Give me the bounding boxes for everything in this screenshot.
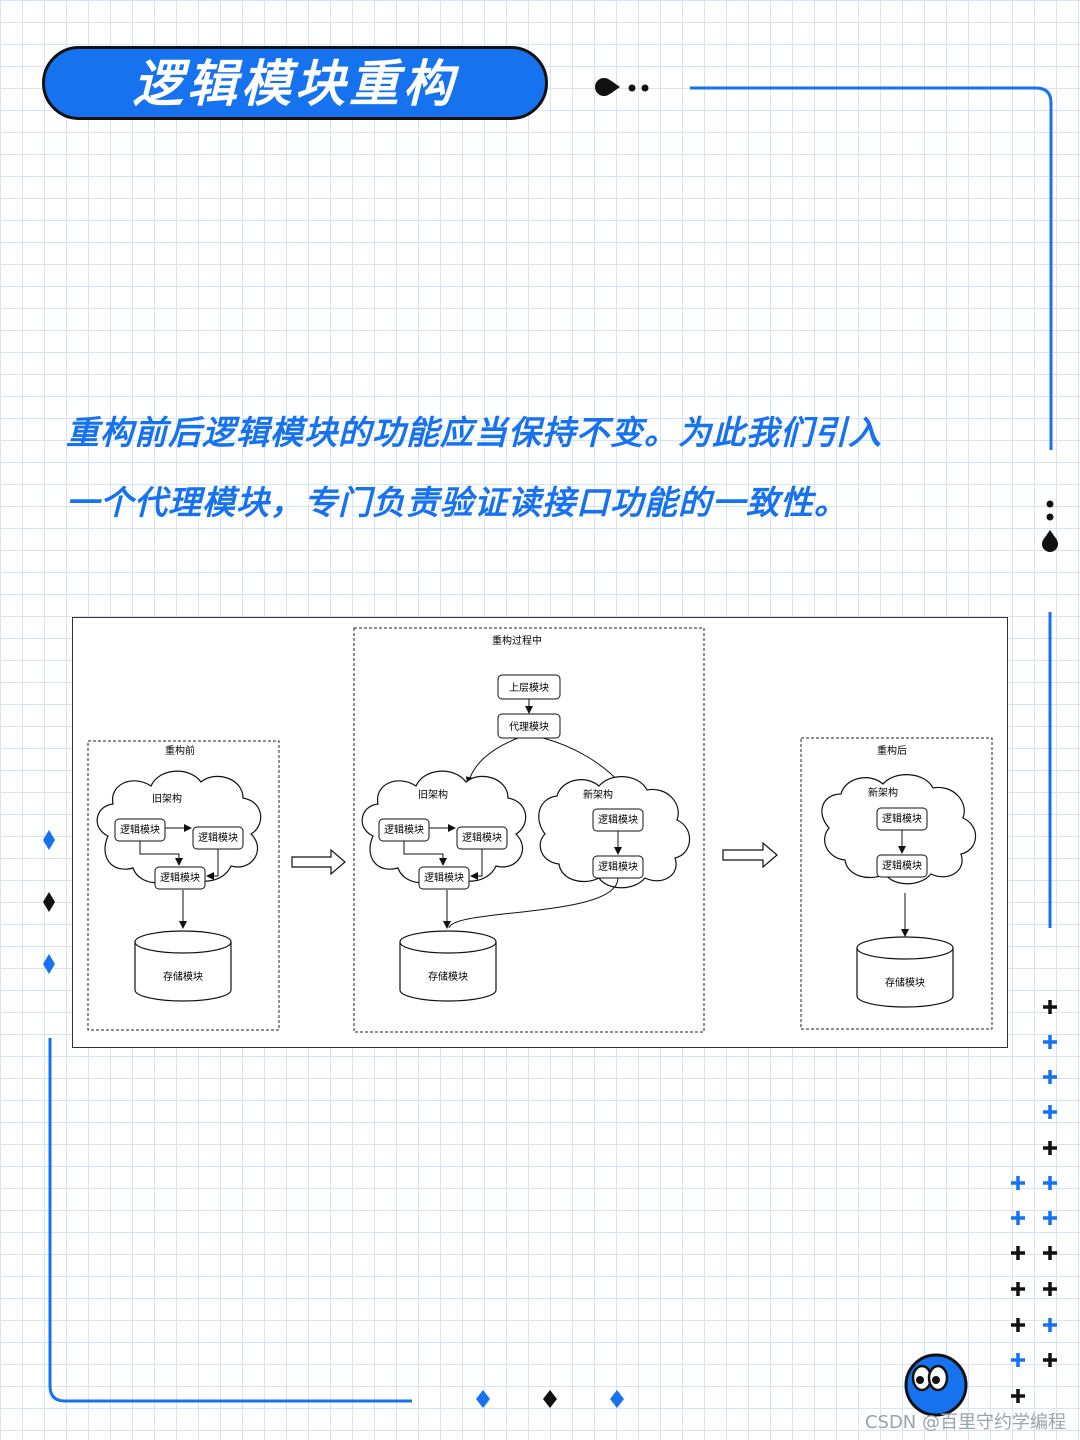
architecture-diagram: 重构前 旧架构 逻辑模块 逻辑模块 逻辑模块 存储模块 重构过程中 上层模块 代… bbox=[72, 617, 1008, 1048]
diamond-icon bbox=[43, 892, 55, 912]
plus-icon bbox=[1011, 1211, 1025, 1225]
diamond-icon bbox=[43, 954, 55, 974]
logic-module-box bbox=[154, 866, 206, 890]
plus-icon bbox=[1043, 1353, 1057, 1367]
edge bbox=[139, 841, 183, 866]
proxy-module-box bbox=[497, 713, 561, 739]
intro-line-2: 一个代理模块，专门负责验证读接口功能的一致性。 bbox=[66, 483, 848, 522]
edge bbox=[470, 849, 483, 880]
logic-module-box bbox=[876, 854, 928, 878]
plus-icon bbox=[1043, 1211, 1057, 1225]
group-after-label: 重构后 bbox=[877, 744, 907, 757]
plus-icon bbox=[1043, 1282, 1057, 1296]
plus-icon bbox=[1043, 1246, 1057, 1260]
diamond-icon bbox=[610, 1390, 624, 1408]
frame-line-bottom bbox=[48, 1038, 412, 1403]
dot-icon bbox=[628, 84, 636, 92]
plus-icon bbox=[1043, 1105, 1057, 1119]
plus-icon bbox=[1011, 1318, 1025, 1332]
storage-cylinder bbox=[134, 930, 232, 1002]
diamond-icon bbox=[476, 1390, 490, 1408]
storage-cylinder bbox=[399, 930, 497, 1002]
plus-icon bbox=[1043, 1141, 1057, 1155]
group-after bbox=[800, 737, 993, 1030]
cloud-new-arch bbox=[538, 776, 691, 889]
drop-dot-icon bbox=[595, 78, 620, 96]
cloud-old-arch-label: 旧架构 bbox=[418, 788, 448, 801]
logic-module-label: 逻辑模块 bbox=[462, 831, 502, 844]
logic-module-label: 逻辑模块 bbox=[882, 859, 922, 872]
cloud-old-arch-label: 旧架构 bbox=[152, 792, 182, 805]
title-banner: 逻辑模块重构 bbox=[42, 46, 548, 120]
edge bbox=[206, 849, 219, 880]
drop-dot-icon bbox=[1042, 530, 1058, 552]
plus-icons bbox=[1011, 1000, 1057, 1403]
group-during bbox=[353, 627, 705, 1033]
cloud-new-arch-label: 新架构 bbox=[583, 788, 613, 801]
storage-label: 存储模块 bbox=[428, 970, 468, 983]
storage-label: 存储模块 bbox=[885, 976, 925, 989]
page-title: 逻辑模块重构 bbox=[133, 55, 457, 113]
group-during-label: 重构过程中 bbox=[492, 634, 542, 647]
logic-module-label: 逻辑模块 bbox=[882, 812, 922, 825]
plus-icon bbox=[1011, 1176, 1025, 1190]
storage-label: 存储模块 bbox=[163, 970, 203, 983]
logic-module-label: 逻辑模块 bbox=[384, 823, 424, 836]
plus-icon bbox=[1011, 1353, 1025, 1367]
upper-module-label: 上层模块 bbox=[509, 682, 549, 694]
edge bbox=[403, 841, 447, 866]
logic-module-box bbox=[418, 866, 470, 890]
edge bbox=[448, 877, 619, 929]
cloud-old-arch bbox=[96, 770, 262, 884]
mascot-icon bbox=[904, 1353, 968, 1417]
plus-icon bbox=[1043, 1070, 1057, 1084]
storage-cylinder bbox=[856, 936, 954, 1008]
plus-icon bbox=[1043, 1318, 1057, 1332]
logic-module-label: 逻辑模块 bbox=[198, 831, 238, 844]
dot-icon bbox=[641, 84, 649, 92]
group-before bbox=[87, 740, 280, 1031]
plus-icon bbox=[1043, 1176, 1057, 1190]
plus-icon bbox=[1043, 1035, 1057, 1049]
plus-icon bbox=[1011, 1246, 1025, 1260]
logic-module-label: 逻辑模块 bbox=[598, 860, 638, 873]
transition-arrow bbox=[291, 848, 346, 876]
diamond-icon bbox=[43, 830, 55, 850]
intro-line-1: 重构前后逻辑模块的功能应当保持不变。为此我们引入 bbox=[66, 413, 882, 452]
logic-module-label: 逻辑模块 bbox=[424, 871, 464, 884]
logic-module-label: 逻辑模块 bbox=[598, 813, 638, 826]
plus-icon bbox=[1043, 1000, 1057, 1014]
plus-icon bbox=[1011, 1282, 1025, 1296]
diamond-icon bbox=[543, 1390, 557, 1408]
cloud-new-arch-label: 新架构 bbox=[868, 786, 898, 799]
proxy-module-label: 代理模块 bbox=[509, 721, 549, 733]
intro-paragraph: 重构前后逻辑模块的功能应当保持不变。为此我们引入 一个代理模块，专门负责验证读接… bbox=[66, 398, 996, 538]
cloud-old-arch bbox=[361, 770, 527, 884]
transition-arrow bbox=[722, 841, 778, 869]
logic-module-label: 逻辑模块 bbox=[160, 871, 200, 884]
dot-icon bbox=[1046, 500, 1054, 508]
watermark: CSDN @百里守约学编程 bbox=[864, 1412, 1066, 1433]
edge bbox=[465, 737, 519, 785]
logic-module-label: 逻辑模块 bbox=[120, 823, 160, 836]
group-before-label: 重构前 bbox=[165, 744, 195, 757]
dot-icon bbox=[1046, 513, 1054, 521]
plus-icon bbox=[1011, 1389, 1025, 1403]
frame-line-top bbox=[690, 86, 1053, 450]
